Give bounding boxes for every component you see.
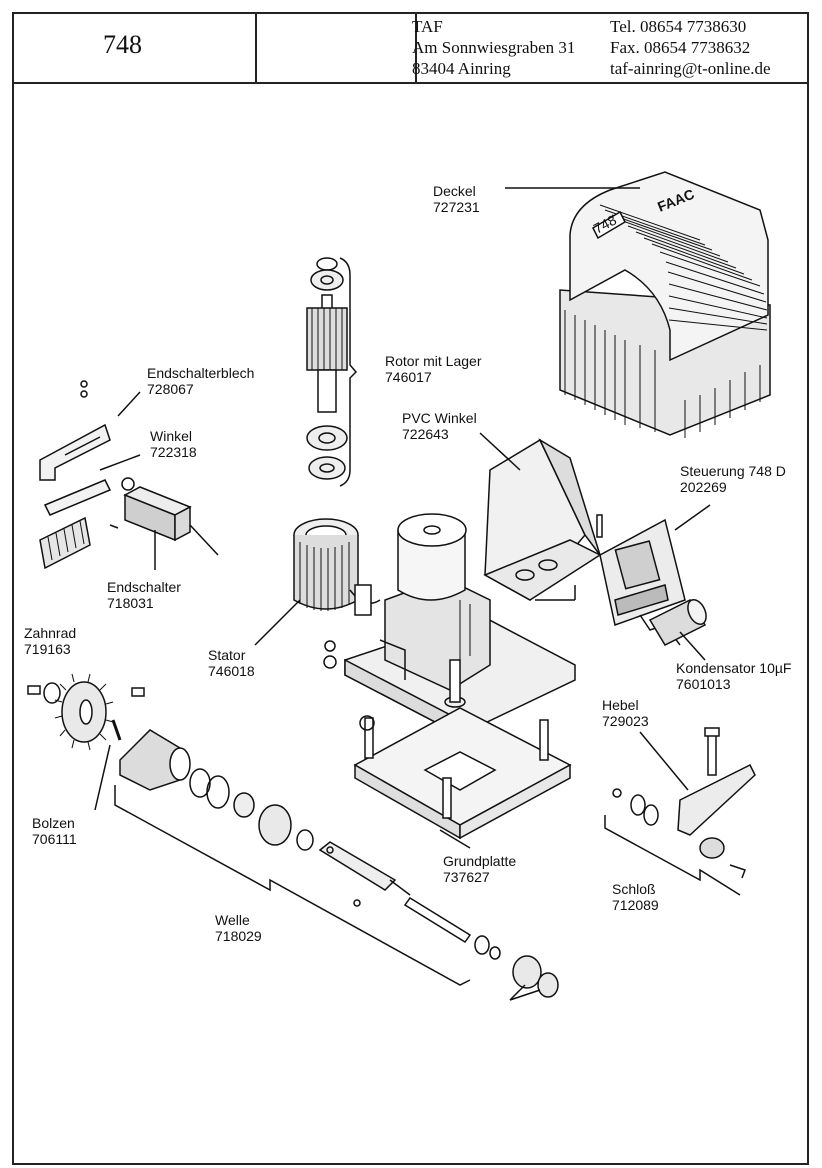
- cover-part: [505, 171, 771, 438]
- email: taf-ainring@t-online.de: [610, 59, 771, 78]
- page-frame: [12, 12, 809, 1165]
- fax: Fax. 08654 7738632: [610, 38, 751, 57]
- header-cell-empty: [257, 12, 417, 82]
- shaft-assembly-part: [114, 729, 559, 1001]
- header-table: [12, 12, 809, 84]
- phone: Tel. 08654 7738630: [610, 17, 747, 36]
- gear-part: [27, 673, 145, 811]
- header-cell-model: [12, 12, 257, 82]
- stator-part: [254, 518, 381, 646]
- limit-switch-group: [39, 380, 219, 570]
- motor-housing: [344, 513, 576, 737]
- capacitor-part: [648, 598, 707, 661]
- rotor-part: [306, 257, 358, 487]
- company-street: Am Sonnwiesgraben 31: [412, 38, 576, 57]
- pvc-bracket-part: [479, 432, 603, 601]
- company-address: TAF Am Sonnwiesgraben 31 83404 Ainring: [412, 16, 575, 79]
- lever-lock-part: [604, 727, 756, 896]
- base-plate-part: [323, 640, 572, 849]
- company-contact: Tel. 08654 7738630 Fax. 08654 7738632 ta…: [610, 16, 771, 79]
- company-city: 83404 Ainring: [412, 59, 511, 78]
- control-board-part: [599, 504, 711, 646]
- company-name: TAF: [412, 17, 443, 36]
- model-number: 748: [103, 30, 142, 59]
